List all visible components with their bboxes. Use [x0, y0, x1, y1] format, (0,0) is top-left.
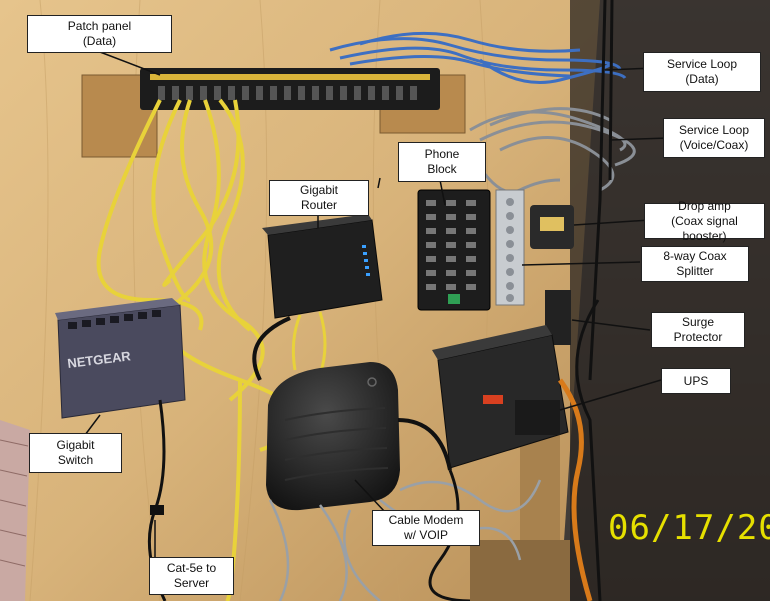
ups-plug-block	[515, 400, 560, 435]
label-gigabit-switch: Gigabit Switch	[29, 433, 122, 473]
callout-leader-lines	[84, 51, 669, 558]
label-service-loop-data: Service Loop (Data)	[643, 52, 761, 92]
label-drop-amp: Drop amp (Coax signal booster)	[644, 199, 765, 243]
router-black-cable	[252, 316, 291, 381]
blue-cable-bundle	[329, 31, 627, 84]
ups-top	[432, 325, 552, 360]
switch-ports	[68, 310, 161, 329]
patch-panel-strip	[150, 74, 430, 80]
gigabit-router	[267, 219, 383, 319]
label-patch-panel: Patch panel (Data)	[27, 15, 172, 53]
black-ups-cable	[428, 469, 471, 601]
label-cable-modem: Cable Modem w/ VOIP	[372, 510, 480, 546]
label-cat5e: Cat-5e to Server	[149, 557, 234, 595]
black-modem-cable	[397, 418, 452, 471]
fabric-pattern	[0, 439, 29, 567]
patch-panel-ports	[158, 86, 417, 100]
label-service-loop-voice: Service Loop (Voice/Coax)	[663, 118, 765, 158]
phone-block-green-tag	[448, 294, 460, 304]
phone-block-terminals	[426, 200, 476, 290]
fabric-left	[0, 420, 30, 601]
black-vertical-cables	[575, 0, 614, 601]
cable-modem	[266, 362, 400, 511]
ups-logo	[483, 395, 503, 404]
phone-block	[417, 189, 491, 311]
router-leds	[362, 245, 370, 276]
label-ups: UPS	[661, 368, 731, 394]
cable-modem-logo	[367, 377, 377, 387]
label-phone-block: Phone Block	[398, 142, 486, 182]
date-stamp: 06/17/2009	[608, 508, 770, 548]
cable-modem-vents	[284, 407, 389, 481]
label-surge-protector: Surge Protector	[651, 312, 745, 348]
label-coax-splitter: 8-way Coax Splitter	[641, 246, 749, 282]
ups-orange-cord	[557, 378, 593, 601]
wood-stud-bottom	[470, 540, 570, 601]
coax-splitter-ports	[506, 198, 514, 302]
drop-amp-label	[540, 217, 564, 231]
gigabit-switch-top	[55, 298, 180, 320]
cable-clip	[150, 505, 164, 515]
label-gigabit-router: Gigabit Router	[269, 180, 369, 216]
gigabit-router-top	[262, 214, 372, 235]
